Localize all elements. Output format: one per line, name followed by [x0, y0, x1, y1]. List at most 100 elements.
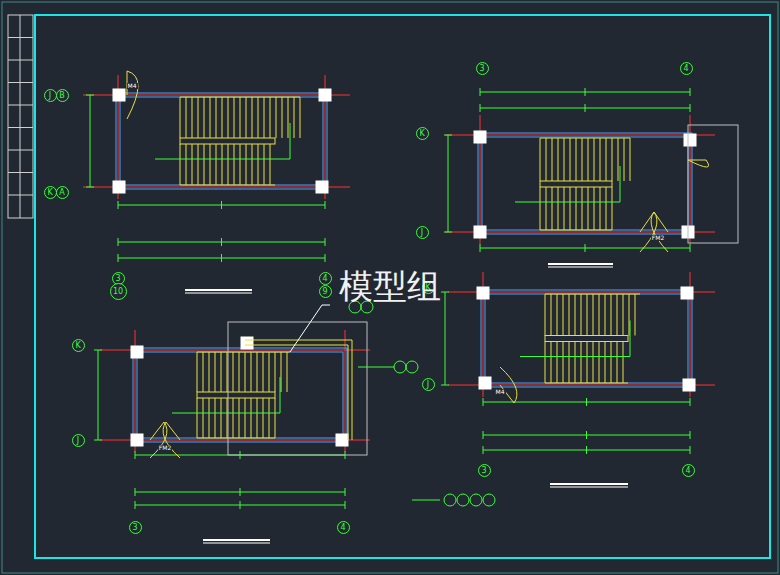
cad-line — [246, 144, 247, 185]
cad-line — [86, 95, 94, 96]
cad-line — [585, 104, 586, 112]
cad-line — [515, 202, 620, 203]
cad-line — [185, 293, 252, 294]
cad-line — [98, 350, 99, 440]
cad-line — [282, 97, 283, 138]
cad-line — [563, 342, 564, 384]
cad-line — [203, 543, 270, 544]
cad-line — [135, 501, 136, 509]
cad-line — [546, 187, 547, 230]
cad-line — [269, 398, 270, 438]
axis-label: J — [416, 226, 429, 239]
cad-line — [239, 398, 240, 438]
cad-line — [276, 97, 277, 138]
cad-line — [8, 82, 33, 83]
cad-line — [540, 138, 630, 139]
cad-line — [551, 342, 552, 384]
cad-line — [690, 88, 691, 96]
cad-line — [227, 398, 228, 438]
cad-line — [322, 305, 330, 306]
cad-rect — [131, 346, 143, 358]
cad-line — [197, 352, 290, 353]
axis-label: K — [416, 127, 429, 140]
cad-line — [611, 294, 612, 336]
cad-line — [245, 352, 246, 392]
door-code: M4 — [127, 83, 138, 89]
cad-line — [552, 138, 553, 181]
cad-line — [287, 352, 288, 392]
cad-line — [197, 438, 275, 439]
axis-label: 4 — [680, 62, 693, 75]
cad-line — [221, 201, 222, 209]
cad-line — [600, 187, 601, 230]
cad-line — [240, 488, 241, 496]
cad-line — [294, 97, 295, 138]
cad-line — [548, 263, 613, 265]
axis-label: B — [56, 89, 69, 102]
cad-line — [215, 352, 216, 392]
cad-line — [234, 144, 235, 185]
cad-line — [240, 501, 241, 509]
cad-line — [252, 97, 253, 138]
cad-line — [192, 97, 193, 138]
cad-line — [550, 483, 628, 485]
cad-line — [222, 97, 223, 138]
cad-rect — [120, 97, 323, 185]
cad-line — [570, 187, 571, 230]
cad-line — [588, 187, 589, 230]
cad-line — [210, 144, 211, 185]
cad-line — [240, 144, 241, 185]
cad-line — [546, 138, 547, 181]
cad-line — [623, 294, 624, 336]
cad-line — [480, 244, 481, 252]
symbol-circle — [470, 494, 482, 506]
cad-line — [545, 342, 546, 384]
cad-line — [548, 267, 613, 268]
cad-line — [480, 88, 481, 96]
cad-line — [264, 144, 265, 185]
cad-line — [623, 342, 624, 384]
cad-line — [198, 144, 199, 185]
cad-line — [263, 398, 264, 438]
cad-line — [586, 431, 587, 439]
cad-line — [520, 356, 630, 357]
cad-line — [483, 398, 484, 406]
cad-line — [540, 187, 541, 230]
cad-line — [270, 144, 271, 185]
cad-line — [581, 294, 582, 336]
cad-rect — [681, 287, 693, 299]
cad-line — [581, 342, 582, 384]
axis-label: J — [422, 378, 435, 391]
cad-line — [586, 398, 587, 406]
door-swing — [640, 212, 657, 252]
cad-line — [630, 321, 631, 357]
cad-rect — [336, 434, 348, 446]
cad-line — [216, 97, 217, 138]
cad-line — [263, 352, 264, 392]
cad-line — [575, 342, 576, 384]
axis-label: 3 — [129, 521, 142, 534]
cad-line — [204, 144, 205, 185]
cad-line — [444, 135, 452, 136]
cad-line — [345, 501, 346, 509]
cad-line — [690, 244, 691, 252]
cad-line — [412, 500, 440, 501]
cad-rect — [319, 89, 331, 101]
cad-line — [204, 97, 205, 138]
cad-line — [588, 138, 589, 181]
cad-rect — [116, 93, 327, 189]
symbol-circle — [444, 494, 456, 506]
cad-line — [227, 352, 228, 392]
cad-line — [233, 398, 234, 438]
cad-line — [345, 488, 346, 496]
cad-line — [587, 342, 588, 384]
door-swing — [688, 160, 709, 167]
cad-line — [258, 97, 259, 138]
cad-line — [576, 187, 577, 230]
cad-line — [570, 138, 571, 181]
cad-line — [445, 292, 446, 385]
cad-rect — [478, 133, 692, 234]
axis-label: J — [44, 89, 57, 102]
cad-line — [118, 254, 119, 262]
cad-line — [290, 123, 291, 159]
